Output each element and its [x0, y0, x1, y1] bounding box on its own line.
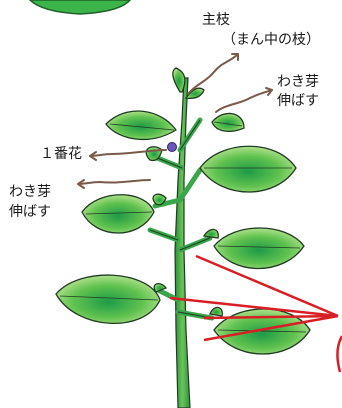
- main-stem: [175, 78, 190, 408]
- label-side-bud-upper-2: 伸ばす: [277, 93, 319, 109]
- label-side-bud-lower: わき芽: [9, 184, 51, 200]
- top-badge: [30, 0, 130, 14]
- label-main-stem: 主枝: [202, 12, 230, 28]
- label-main-stem-note: （まん中の枝）: [222, 32, 320, 48]
- pointer-target: [337, 336, 342, 372]
- leaf-right-lower: [214, 228, 304, 269]
- arrow-main-stem: [188, 54, 238, 94]
- label-side-bud-lower-2: 伸ばす: [9, 204, 51, 220]
- leaf-right-mid: [200, 146, 296, 192]
- first-flower: [168, 143, 177, 152]
- arrow-side-lower: [78, 180, 150, 184]
- leaf-upper-left: [106, 111, 176, 139]
- label-side-bud-upper: わき芽: [277, 74, 319, 90]
- arrow-side-upper: [216, 90, 272, 112]
- label-first-flower: １番花: [40, 146, 82, 162]
- leaf-top-left: [173, 68, 185, 92]
